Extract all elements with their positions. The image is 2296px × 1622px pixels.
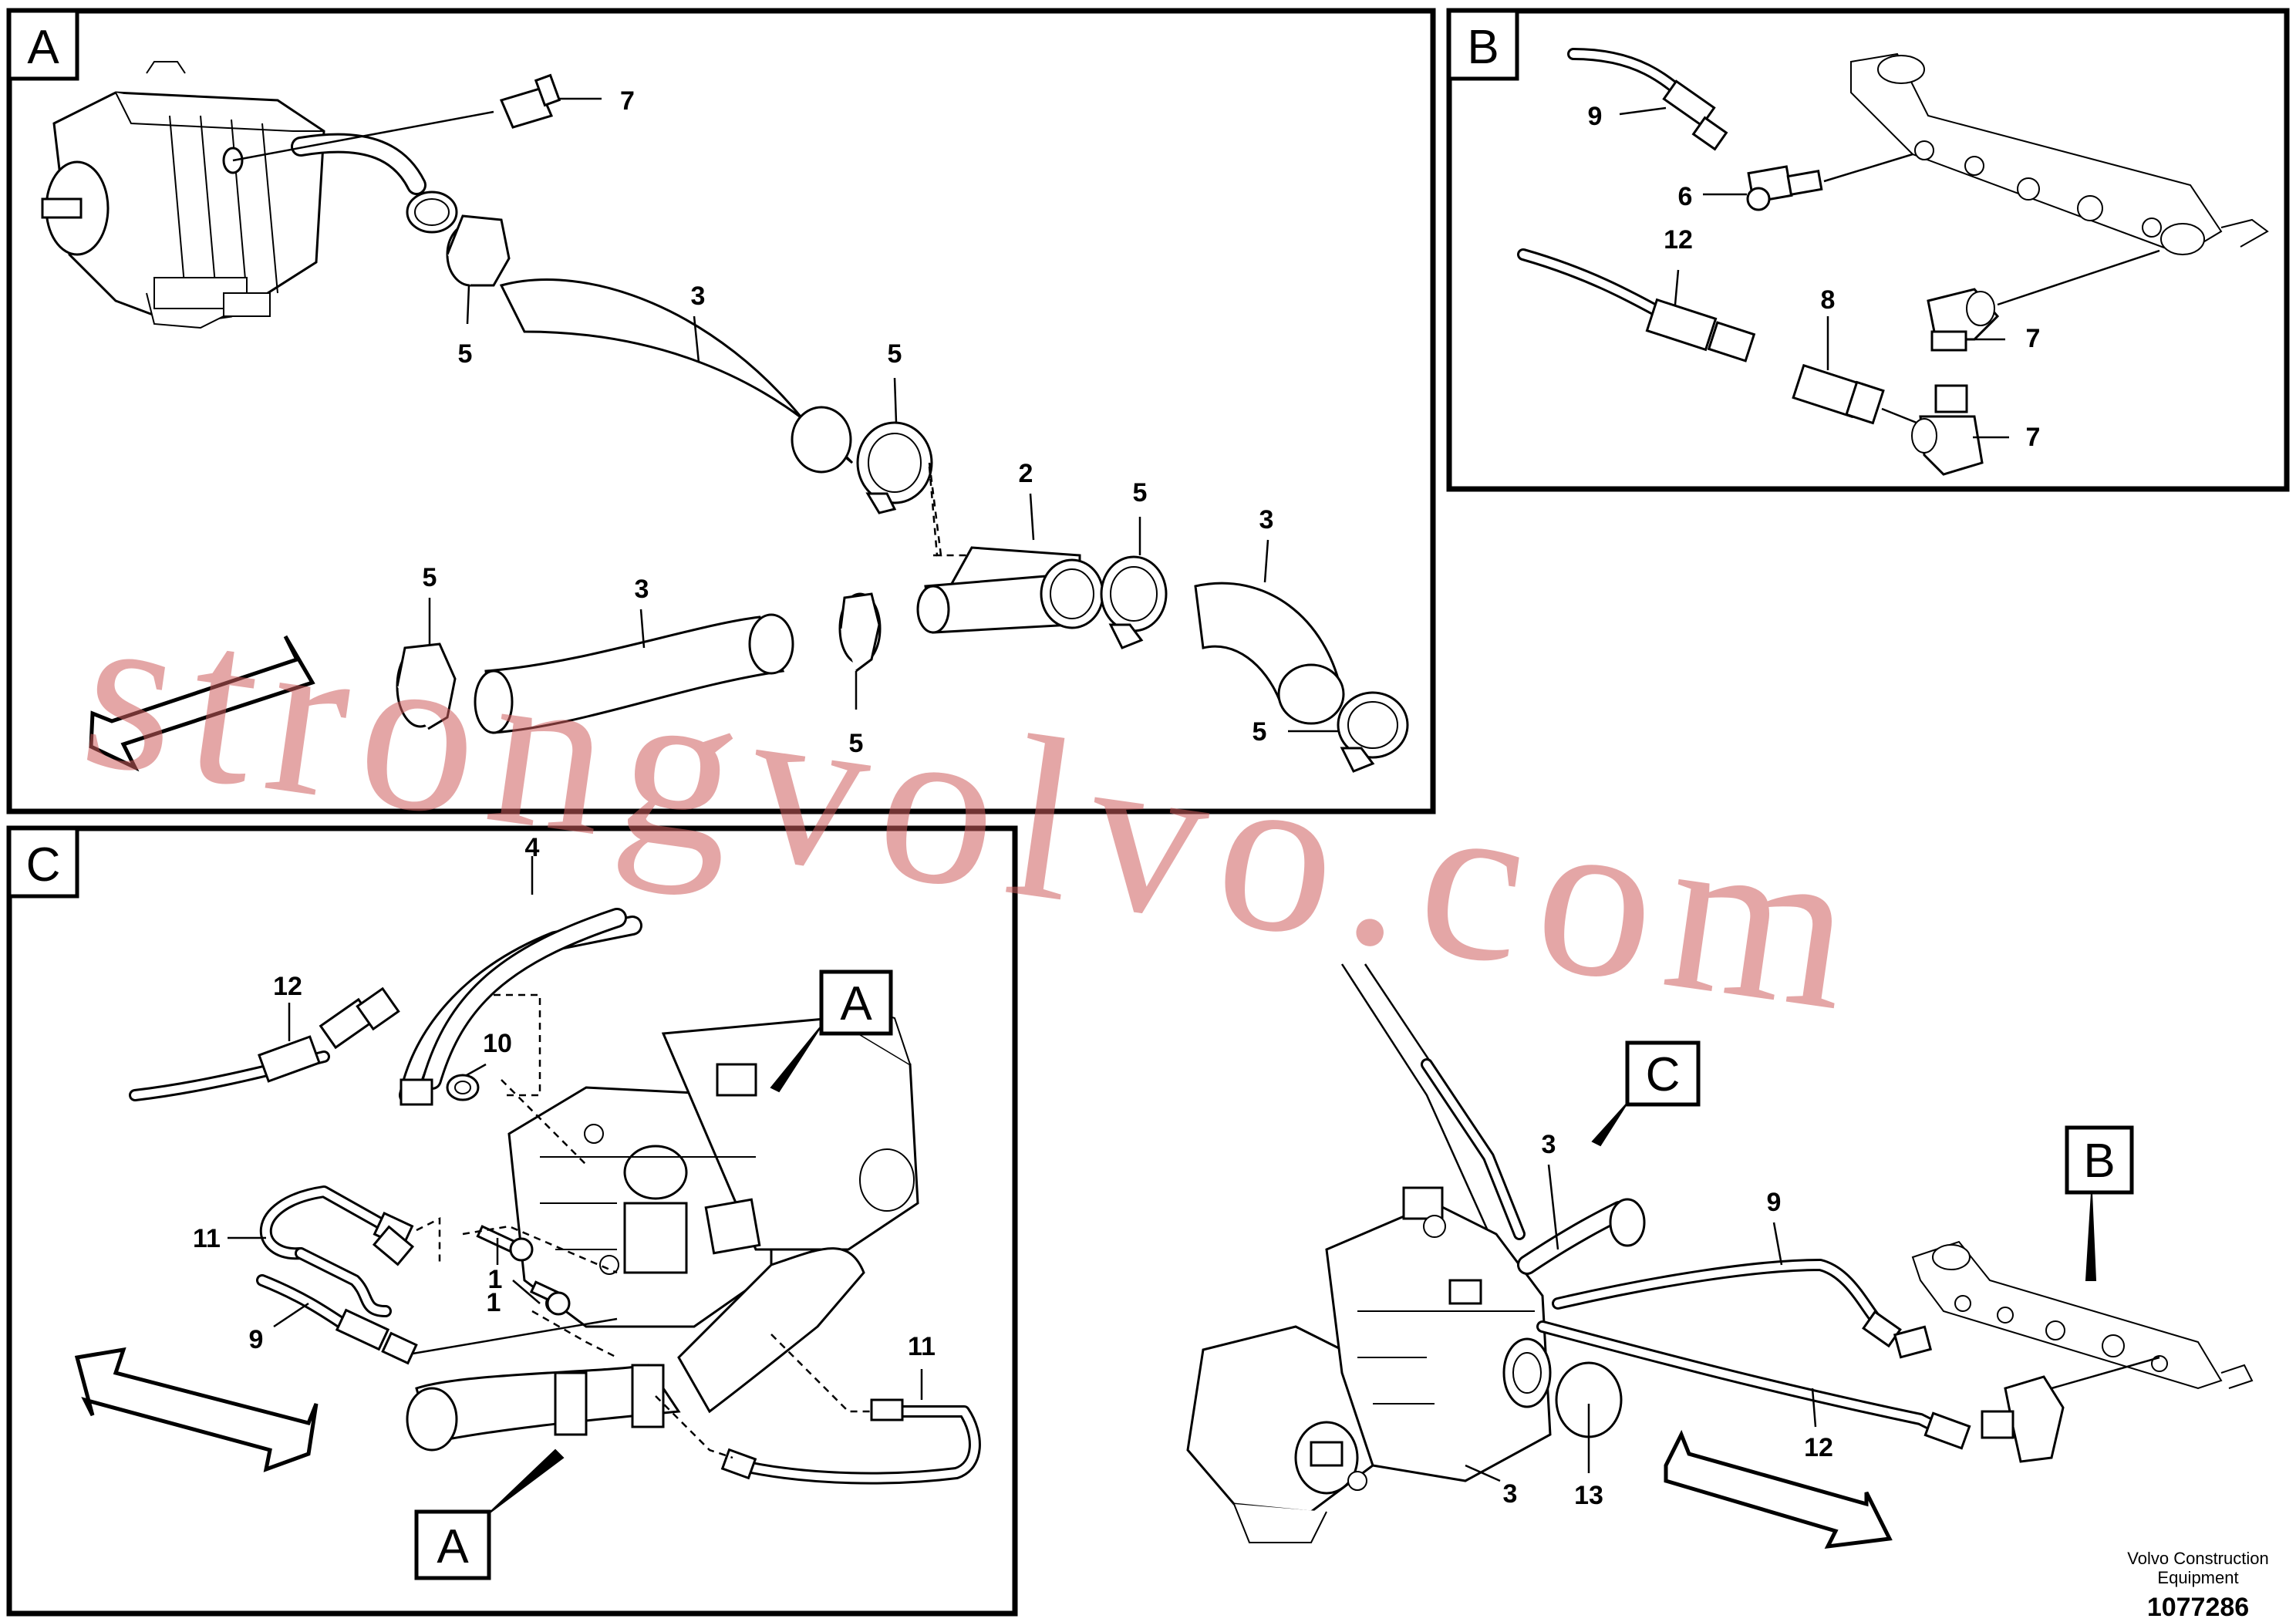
callout-a-5-end: 5 bbox=[1253, 717, 1267, 747]
brand-line-2: Equipment bbox=[2157, 1568, 2238, 1587]
clamp-5-end bbox=[1337, 691, 1409, 773]
clamp-5-top bbox=[446, 214, 511, 287]
pipe-2 bbox=[916, 546, 1104, 634]
callout-a-5-mid: 5 bbox=[888, 339, 902, 369]
callout-overview-12: 12 bbox=[1804, 1433, 1833, 1462]
pump-illustration bbox=[41, 61, 325, 329]
callout-c-1-b: 1 bbox=[487, 1288, 501, 1317]
callout-c-9: 9 bbox=[249, 1325, 264, 1354]
part-7-fitting bbox=[499, 73, 561, 129]
part-7-elbow-bottom bbox=[1911, 384, 1984, 476]
ref-tag-a-top-box bbox=[819, 969, 893, 1036]
callout-a-3-right: 3 bbox=[1259, 505, 1274, 534]
clamp-5-left bbox=[396, 642, 457, 730]
part-8-adapter bbox=[1792, 363, 1885, 425]
callout-a-5-left: 5 bbox=[423, 563, 437, 592]
pump-assembly-c bbox=[507, 1001, 919, 1328]
manifold-overview bbox=[1911, 1240, 2254, 1463]
direction-arrow-c bbox=[74, 1347, 319, 1472]
ref-tag-c: C bbox=[1646, 1048, 1681, 1101]
panel-a: A 7 5 bbox=[6, 8, 1436, 814]
hose-3-top bbox=[499, 278, 854, 474]
pump-overview bbox=[1186, 1186, 1552, 1543]
callout-overview-3-bottom: 3 bbox=[1503, 1479, 1518, 1509]
clamp-5-mid bbox=[856, 421, 933, 514]
ref-tag-a-top: A bbox=[840, 977, 872, 1030]
hose-3-right bbox=[1194, 582, 1345, 725]
callout-a-3-low: 3 bbox=[635, 575, 649, 604]
brand-line-1: Volvo Construction bbox=[2127, 1549, 2268, 1568]
callout-a-3-top: 3 bbox=[691, 282, 706, 311]
part-7-elbow-top bbox=[1927, 288, 2000, 352]
callout-b-6: 6 bbox=[1678, 182, 1693, 211]
ref-tag-a-bottom-box bbox=[414, 1509, 491, 1580]
callout-a-5-low: 5 bbox=[849, 729, 864, 758]
overview-view: 3 C 9 12 bbox=[1186, 963, 2254, 1549]
callout-b-8: 8 bbox=[1821, 285, 1836, 315]
manifold-rail bbox=[1850, 52, 2269, 256]
part-10-seal bbox=[400, 1074, 480, 1106]
direction-arrow-overview bbox=[1664, 1429, 1893, 1549]
callout-a-7: 7 bbox=[620, 86, 635, 116]
ref-tag-c-box bbox=[1625, 1040, 1701, 1107]
ref-tag-b: B bbox=[2083, 1135, 2115, 1188]
callout-c-11-right: 11 bbox=[908, 1332, 936, 1361]
callout-b-12: 12 bbox=[1664, 225, 1693, 255]
panel-c-tag-box bbox=[7, 826, 79, 899]
callout-a-5-top: 5 bbox=[458, 339, 473, 369]
callout-b-9: 9 bbox=[1588, 102, 1603, 131]
ref-tag-a-bottom: A bbox=[437, 1520, 469, 1573]
callout-overview-3-top: 3 bbox=[1542, 1130, 1556, 1159]
callout-c-1-a: 1 bbox=[488, 1265, 503, 1294]
callout-c-12: 12 bbox=[273, 972, 302, 1001]
panel-b-tag-box bbox=[1447, 8, 1519, 81]
callout-c-10: 10 bbox=[483, 1029, 512, 1058]
panel-b-tag: B bbox=[1467, 21, 1499, 74]
panel-a-tag: A bbox=[27, 21, 59, 74]
callout-b-7-bottom: 7 bbox=[2026, 423, 2041, 452]
callout-overview-13: 13 bbox=[1574, 1481, 1603, 1510]
ref-tag-b-box bbox=[2065, 1125, 2134, 1195]
panel-c-tag: C bbox=[26, 838, 61, 892]
document-number: 1077286 bbox=[2147, 1593, 2249, 1622]
callout-c-top: 4 bbox=[525, 833, 540, 862]
panel-c-frame bbox=[6, 825, 1018, 1617]
lower-hose-a bbox=[406, 1247, 865, 1452]
panel-a-tag-box bbox=[7, 8, 79, 81]
panel-a-frame bbox=[6, 8, 1436, 814]
panel-c: C 4 A bbox=[6, 825, 1018, 1617]
watermark: strongvolvo.com bbox=[70, 558, 1882, 1061]
callout-b-7-top: 7 bbox=[2026, 324, 2041, 353]
callout-a-5-right: 5 bbox=[1133, 478, 1148, 508]
direction-arrow-a bbox=[89, 635, 315, 772]
callout-a-2: 2 bbox=[1019, 459, 1033, 488]
hose-3-low bbox=[474, 613, 794, 734]
callout-c-11-left: 11 bbox=[193, 1224, 221, 1253]
part-6-elbow bbox=[1746, 165, 1823, 211]
clamp-5-right bbox=[1100, 555, 1168, 649]
clamp-5-low bbox=[838, 592, 882, 673]
panel-b-frame bbox=[1446, 8, 2290, 492]
panel-b: B 9 6 bbox=[1446, 8, 2290, 492]
callout-overview-9: 9 bbox=[1767, 1188, 1782, 1217]
